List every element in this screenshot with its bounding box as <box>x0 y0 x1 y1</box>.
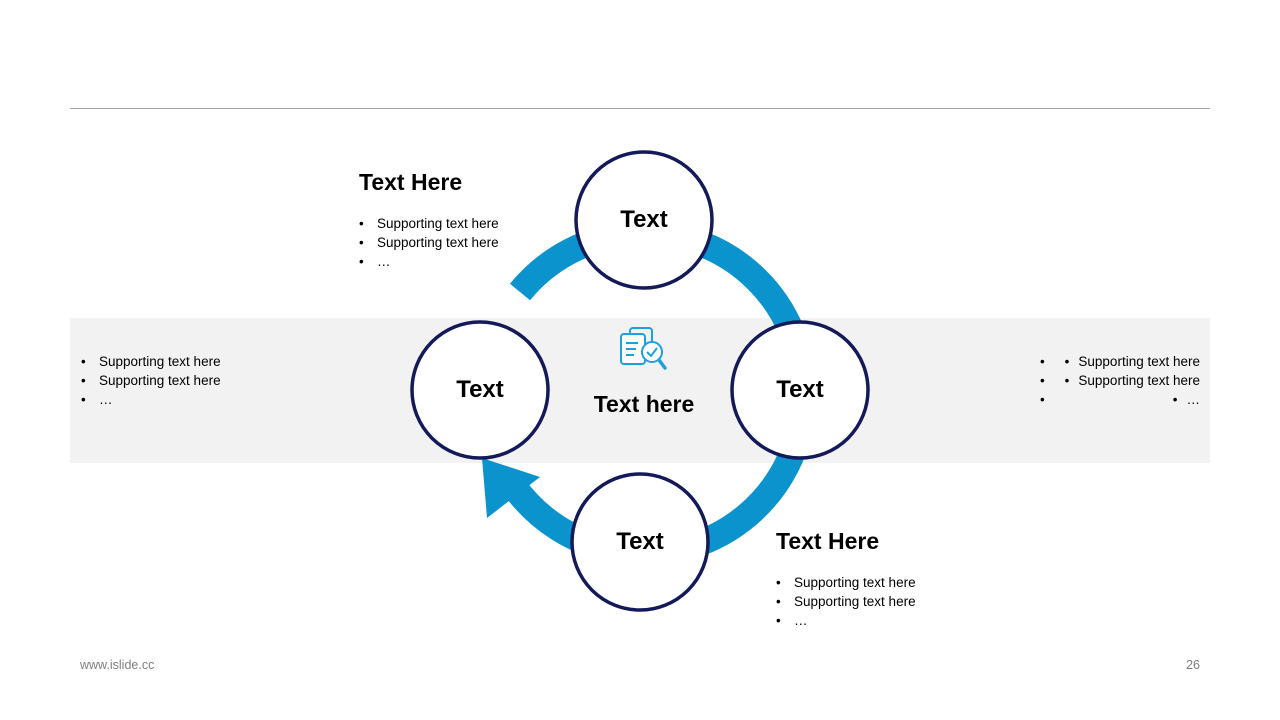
footer-website[interactable]: www.islide.cc <box>80 658 155 672</box>
node-label-left: Text <box>456 376 504 403</box>
bullet-item: Supporting text here <box>776 592 916 611</box>
bullet-list: Supporting text here Supporting text her… <box>359 214 499 271</box>
bullet-list: Supporting text here Supporting text her… <box>81 352 221 409</box>
node-label-bottom: Text <box>616 528 664 555</box>
bullet-item: •… <box>1040 390 1200 409</box>
block-title: Text Here <box>359 169 463 195</box>
node-label-right: Text <box>776 376 824 403</box>
node-circle-top[interactable] <box>574 150 714 290</box>
bullet-item: … <box>776 611 916 630</box>
node-circle-bottom[interactable] <box>570 472 710 612</box>
header-divider <box>70 108 1210 109</box>
bullet-item: … <box>81 390 221 409</box>
bullet-item: •Supporting text here <box>1040 352 1200 371</box>
cycle-arrowhead <box>482 458 540 518</box>
bullet-item: •Supporting text here <box>1040 371 1200 390</box>
bullet-item: Supporting text here <box>776 573 916 592</box>
node-circle-right[interactable] <box>730 320 870 460</box>
node-circle-left[interactable] <box>410 320 550 460</box>
block-left: Supporting text here Supporting text her… <box>81 352 221 409</box>
bullet-list: Supporting text here Supporting text her… <box>776 573 916 630</box>
bullet-item: Supporting text here <box>81 352 221 371</box>
block-bottom-right: Text Here Supporting text here Supportin… <box>776 527 916 630</box>
center-title: Text here <box>593 391 695 417</box>
node-label-top: Text <box>620 206 668 233</box>
page-number: 26 <box>1186 658 1200 672</box>
bullet-item: … <box>359 252 499 271</box>
block-title: Text Here <box>776 528 880 554</box>
bullet-item: Supporting text here <box>81 371 221 390</box>
block-right: •Supporting text here •Supporting text h… <box>1040 352 1200 409</box>
bullet-item: Supporting text here <box>359 214 499 233</box>
block-top-left: Text Here Supporting text here Supportin… <box>359 168 499 271</box>
bullet-list: •Supporting text here •Supporting text h… <box>1040 352 1200 409</box>
document-search-icon <box>618 326 670 374</box>
bullet-item: Supporting text here <box>359 233 499 252</box>
